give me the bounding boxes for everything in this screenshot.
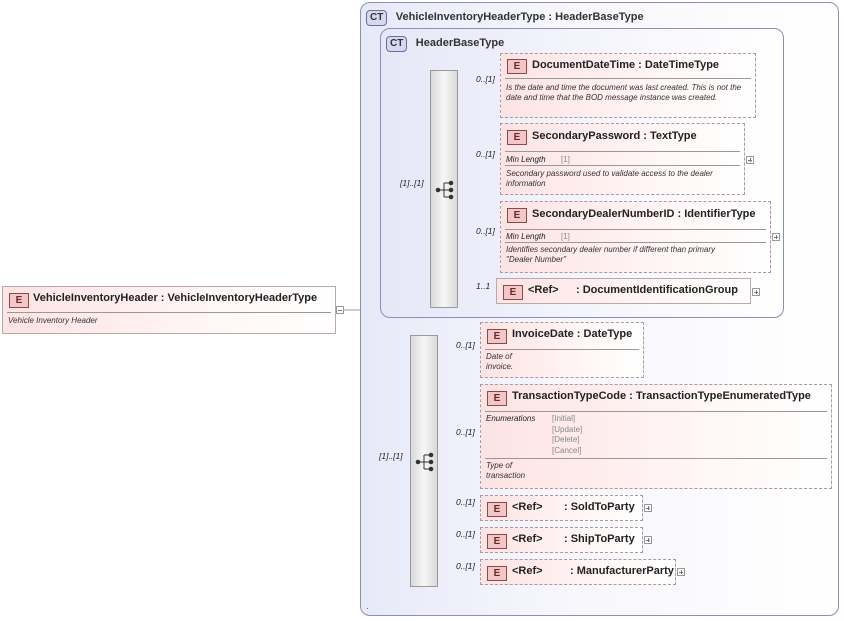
facet-label: Min Length	[506, 155, 546, 164]
divider	[505, 78, 751, 79]
ct-outer-header: CT VehicleInventoryHeaderType : HeaderBa…	[366, 7, 644, 26]
element-badge-icon: E	[503, 285, 523, 300]
element-doc: Secondary password used to validate acce…	[506, 169, 713, 188]
document-date-time-multiplicity: 0..[1]	[476, 74, 495, 84]
sequence-icon	[415, 452, 434, 472]
element-badge-icon: E	[487, 502, 507, 517]
divider	[485, 349, 639, 350]
element-name: SecondaryPassword : TextType	[532, 130, 697, 142]
divider	[505, 165, 740, 166]
element-doc: Date of invoice.	[486, 352, 514, 371]
expand-plus-icon[interactable]	[644, 536, 652, 544]
element-document-identification-group[interactable]: E <Ref> : DocumentIdentificationGroup	[496, 278, 751, 304]
document-identification-group-multiplicity: 1..1	[476, 281, 491, 291]
enumeration-value: [Update]	[552, 424, 583, 434]
element-name: InvoiceDate : DateType	[512, 328, 633, 340]
manufacturer-party-multiplicity: 0..[1]	[456, 561, 475, 571]
element-ship-to-party[interactable]: E <Ref> : ShipToParty	[480, 527, 643, 553]
element-badge-icon: E	[507, 59, 527, 74]
element-transaction-type-code[interactable]: E TransactionTypeCode : TransactionTypeE…	[480, 384, 832, 489]
element-ref-label: <Ref>	[512, 533, 543, 545]
element-secondary-dealer-number-id[interactable]: E SecondaryDealerNumberID : IdentifierTy…	[500, 201, 771, 273]
element-name: : DocumentIdentificationGroup	[576, 284, 738, 296]
root-element-vehicle-inventory-header[interactable]: E VehicleInventoryHeader : VehicleInvent…	[2, 286, 336, 334]
element-ref-label: <Ref>	[528, 284, 559, 296]
enumeration-value: [Cancel]	[552, 445, 582, 455]
sequence-icon	[435, 180, 454, 200]
element-name: DocumentDateTime : DateTimeType	[532, 59, 720, 71]
facet-label: Min Length	[506, 232, 546, 241]
expand-plus-icon[interactable]	[752, 288, 760, 296]
element-sold-to-party[interactable]: E <Ref> : SoldToParty	[480, 495, 643, 521]
element-ref-label: <Ref>	[512, 501, 543, 513]
element-name: : ManufacturerParty	[570, 565, 674, 577]
element-doc: Is the date and time the document was la…	[506, 83, 742, 102]
transaction-type-code-multiplicity: 0..[1]	[456, 427, 475, 437]
sequence-compositor-1[interactable]	[430, 70, 458, 308]
root-element-doc: Vehicle Inventory Header	[8, 316, 98, 325]
ct-inner-title: HeaderBaseType	[415, 37, 505, 49]
element-badge-icon: E	[487, 566, 507, 581]
element-badge-icon: E	[487, 329, 507, 344]
ct-outer-title: VehicleInventoryHeaderType : HeaderBaseT…	[395, 11, 644, 23]
element-invoice-date[interactable]: E InvoiceDate : DateType Date of invoice…	[480, 322, 644, 378]
sold-to-party-multiplicity: 0..[1]	[456, 497, 475, 507]
element-doc: Type of transaction	[486, 461, 526, 480]
element-secondary-password[interactable]: E SecondaryPassword : TextType Min Lengt…	[500, 123, 745, 195]
complex-type-badge-icon: CT	[366, 10, 388, 26]
element-name: : ShipToParty	[564, 533, 635, 545]
element-name: TransactionTypeCode : TransactionTypeEnu…	[512, 390, 811, 402]
complex-type-badge-icon: CT	[386, 36, 408, 52]
facet-value: [1]	[561, 155, 570, 164]
collapse-minus-icon[interactable]	[336, 306, 344, 314]
divider	[485, 411, 827, 412]
ship-to-party-multiplicity: 0..[1]	[456, 529, 475, 539]
element-manufacturer-party[interactable]: E <Ref> : ManufacturerParty	[480, 559, 676, 585]
footer-text: .	[366, 601, 369, 611]
secondary-password-multiplicity: 0..[1]	[476, 149, 495, 159]
enumeration-value: [Delete]	[552, 435, 580, 444]
sequence-2-multiplicity: [1]..[1]	[379, 451, 403, 461]
divider	[505, 229, 766, 230]
element-badge-icon: E	[487, 391, 507, 406]
divider	[485, 458, 827, 459]
expand-plus-icon[interactable]	[644, 504, 652, 512]
divider	[505, 151, 740, 152]
element-badge-icon: E	[487, 534, 507, 549]
divider	[505, 242, 766, 243]
facet-value: [1]	[561, 232, 570, 241]
root-element-name: VehicleInventoryHeader : VehicleInventor…	[33, 292, 318, 304]
sequence-1-multiplicity: [1]..[1]	[400, 178, 424, 188]
sequence-compositor-2[interactable]	[410, 335, 438, 587]
element-document-date-time[interactable]: E DocumentDateTime : DateTimeType Is the…	[500, 53, 756, 118]
element-badge-icon: E	[507, 208, 527, 223]
element-doc: Identifies secondary dealer number if di…	[506, 245, 715, 264]
expand-plus-icon[interactable]	[677, 568, 685, 576]
divider	[7, 312, 331, 313]
element-badge-icon: E	[9, 293, 29, 308]
element-name: SecondaryDealerNumberID : IdentifierType	[532, 208, 756, 220]
element-ref-label: <Ref>	[512, 565, 543, 577]
invoice-date-multiplicity: 0..[1]	[456, 340, 475, 350]
facet-label: Enumerations	[486, 414, 536, 423]
ct-inner-header: CT HeaderBaseType	[386, 33, 504, 52]
element-badge-icon: E	[507, 130, 527, 145]
secondary-dealer-number-id-multiplicity: 0..[1]	[476, 226, 495, 236]
element-name: : SoldToParty	[564, 501, 635, 513]
enumeration-value: [Initial]	[552, 414, 576, 423]
expand-plus-icon[interactable]	[746, 156, 754, 164]
expand-plus-icon[interactable]	[772, 233, 780, 241]
